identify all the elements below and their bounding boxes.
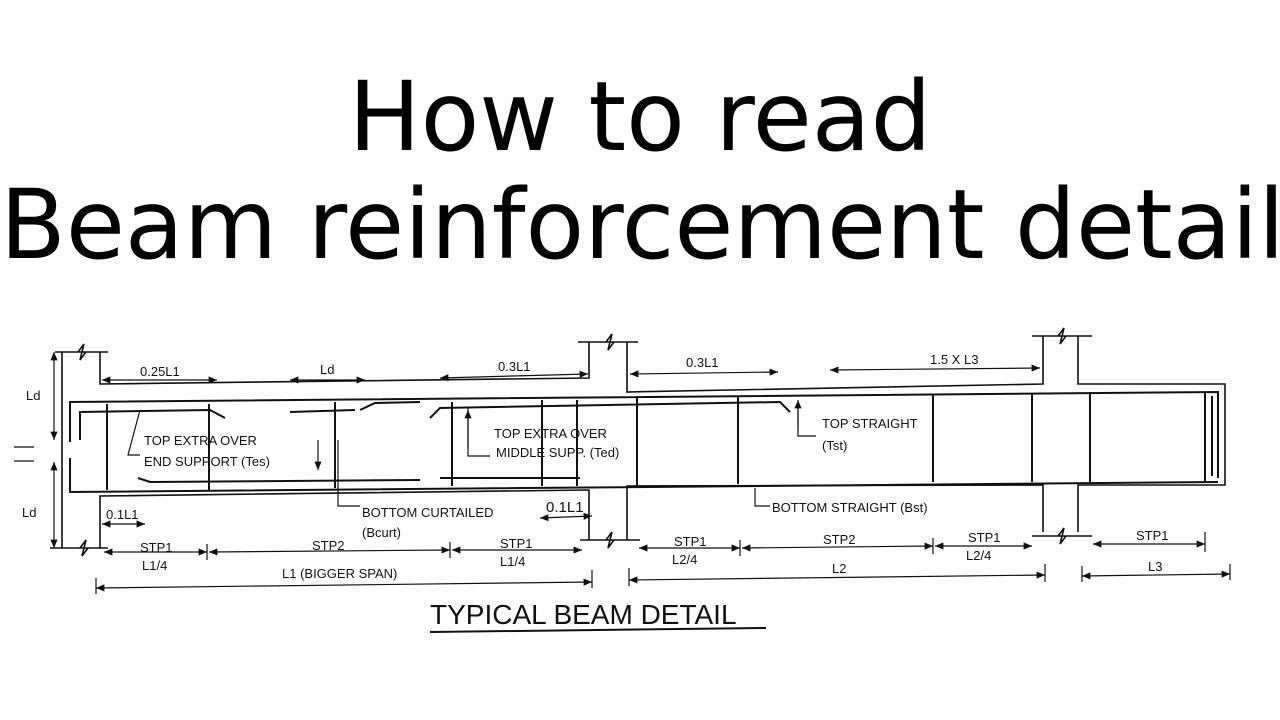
- stirrup-length-4: L2/4: [672, 552, 697, 567]
- stirrup-zone-7: STP1: [1136, 528, 1169, 543]
- stirrup-zone-3: STP1: [500, 536, 533, 551]
- caption-underline: [429, 627, 767, 633]
- dim-ld-bottom: Ld: [22, 505, 36, 520]
- label-top-extra-mid-1: TOP EXTRA OVER: [494, 426, 607, 441]
- stirrup-length-1: L1/4: [142, 558, 167, 573]
- dim-03l1-right: 0.3L1: [686, 355, 719, 370]
- label-bottom-curtailed-1: BOTTOM CURTAILED: [362, 505, 493, 520]
- stirrup-zone-6: STP1: [968, 530, 1001, 545]
- label-top-straight-2: (Tst): [822, 438, 847, 453]
- stirrup-zone-4: STP1: [674, 534, 707, 549]
- stirrup-zone-1: STP1: [140, 540, 173, 555]
- label-top-extra-mid-2: MIDDLE SUPP. (Ted): [496, 445, 619, 460]
- dim-15xl3: 1.5 X L3: [930, 352, 978, 367]
- dim-025l1: 0.25L1: [140, 364, 180, 379]
- stirrup-length-6: L2/4: [966, 548, 991, 563]
- dim-ld-mid: Ld: [320, 362, 334, 377]
- label-bottom-straight: BOTTOM STRAIGHT (Bst): [772, 500, 928, 515]
- label-top-extra-end-2: END SUPPORT (Tes): [144, 454, 270, 469]
- drawing-caption: TYPICAL BEAM DETAIL: [430, 599, 737, 630]
- span-l2: L2: [832, 561, 846, 576]
- dim-01l1-left: 0.1L1: [106, 507, 139, 522]
- stirrup-zone-2: STP2: [312, 538, 345, 553]
- dim-03l1-left: 0.3L1: [498, 359, 531, 374]
- stirrup-length-3: L1/4: [500, 554, 525, 569]
- label-bottom-curtailed-2: (Bcurt): [362, 525, 401, 540]
- dim-01l1-right: 0.1L1: [546, 499, 584, 516]
- title-line-1: How to read: [348, 61, 932, 173]
- title-line-2: Beam reinforcement details: [0, 169, 1280, 281]
- dim-ld-top: Ld: [26, 388, 40, 403]
- leader-lines: [127, 400, 816, 507]
- label-top-straight-1: TOP STRAIGHT: [822, 416, 918, 431]
- reinforcement-bars: [69, 390, 1219, 494]
- span-l1: L1 (BIGGER SPAN): [282, 566, 397, 581]
- label-top-extra-end-1: TOP EXTRA OVER: [144, 433, 257, 448]
- dimension-lines: [14, 352, 1231, 594]
- span-l3: L3: [1148, 559, 1162, 574]
- stirrup-zone-5: STP2: [823, 532, 856, 547]
